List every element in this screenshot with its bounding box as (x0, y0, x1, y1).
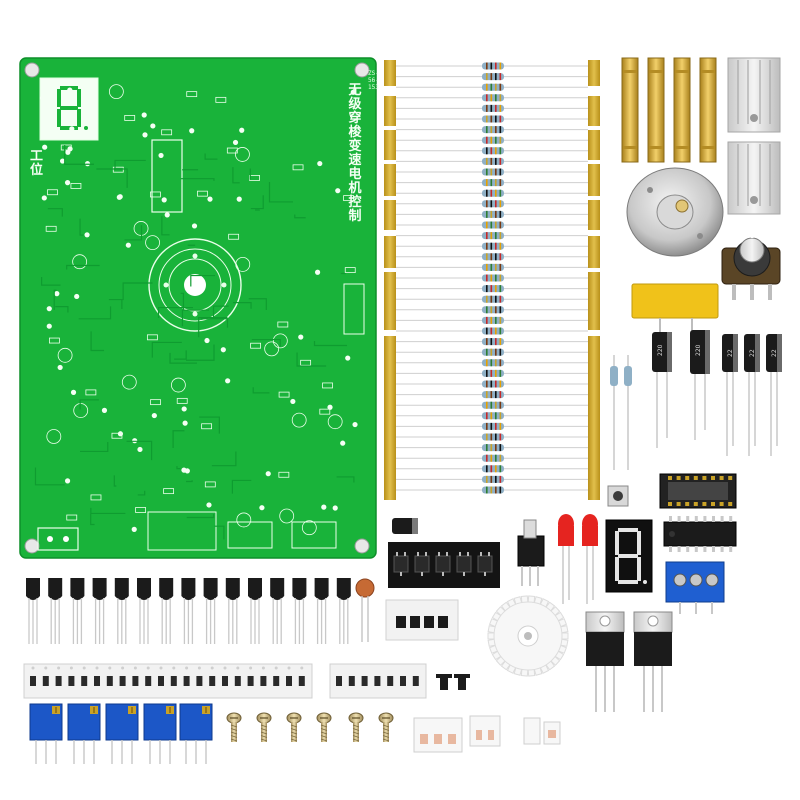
heatsink (727, 141, 781, 215)
mounting-hole (24, 62, 40, 78)
black-screw (454, 674, 470, 690)
voltage-regulator (585, 611, 625, 712)
ceramic-capacitor (355, 578, 375, 642)
tactile-button (607, 485, 629, 507)
pcb-ic-footprint (151, 139, 183, 213)
heatsink (727, 57, 781, 133)
dc-motor (626, 167, 724, 257)
trim-pot-row (29, 703, 213, 764)
dip-ic (663, 516, 737, 552)
black-screw (436, 674, 452, 690)
brass-standoffs (621, 57, 717, 163)
smd-diode-tape (385, 599, 459, 641)
pcb-power-connector (37, 527, 79, 551)
slide-switch (517, 519, 545, 586)
connector-housing (469, 715, 501, 747)
loose-resistor (610, 355, 632, 470)
transistor-row (26, 578, 351, 644)
capacitor-label: 220 (695, 344, 702, 356)
pcb-board (19, 57, 377, 559)
smd-resistor-tape (329, 663, 427, 699)
voltage-regulator (633, 611, 673, 712)
connector-housing (523, 717, 561, 745)
small-capacitor (392, 518, 418, 534)
plastic-gear (487, 595, 569, 677)
potentiometer-label: B10K (746, 233, 763, 240)
screw-row (226, 712, 394, 742)
capacitor-label: 22 (727, 349, 734, 357)
capacitor-label: 22 (749, 349, 756, 357)
pcb-station-label: 工位 (30, 149, 44, 178)
ic-socket (659, 473, 737, 509)
resistor-tape-strip (384, 60, 600, 500)
mounting-hole (354, 538, 370, 554)
red-led (582, 514, 598, 604)
capacitor-label: 220 (657, 344, 664, 356)
smd-transistor-tape (388, 542, 500, 588)
film-capacitor (631, 283, 719, 334)
pcb-board-title: 无级穿梭变速电机控制 (348, 83, 362, 224)
smd-resistor-tape (23, 663, 313, 699)
mounting-hole (354, 62, 370, 78)
connector-housing (413, 717, 463, 753)
mounting-hole (24, 538, 40, 554)
red-led (558, 514, 574, 604)
pcb-motor-ring (148, 238, 242, 332)
capacitor-label: 22 (771, 349, 778, 357)
pcb-model-code: ZS-56-153 (368, 70, 379, 91)
potentiometer (721, 237, 781, 300)
seven-segment-display (605, 519, 653, 593)
terminal-block (665, 561, 725, 614)
electrolytic-capacitors: 220 220 22 22 22 (652, 330, 782, 456)
